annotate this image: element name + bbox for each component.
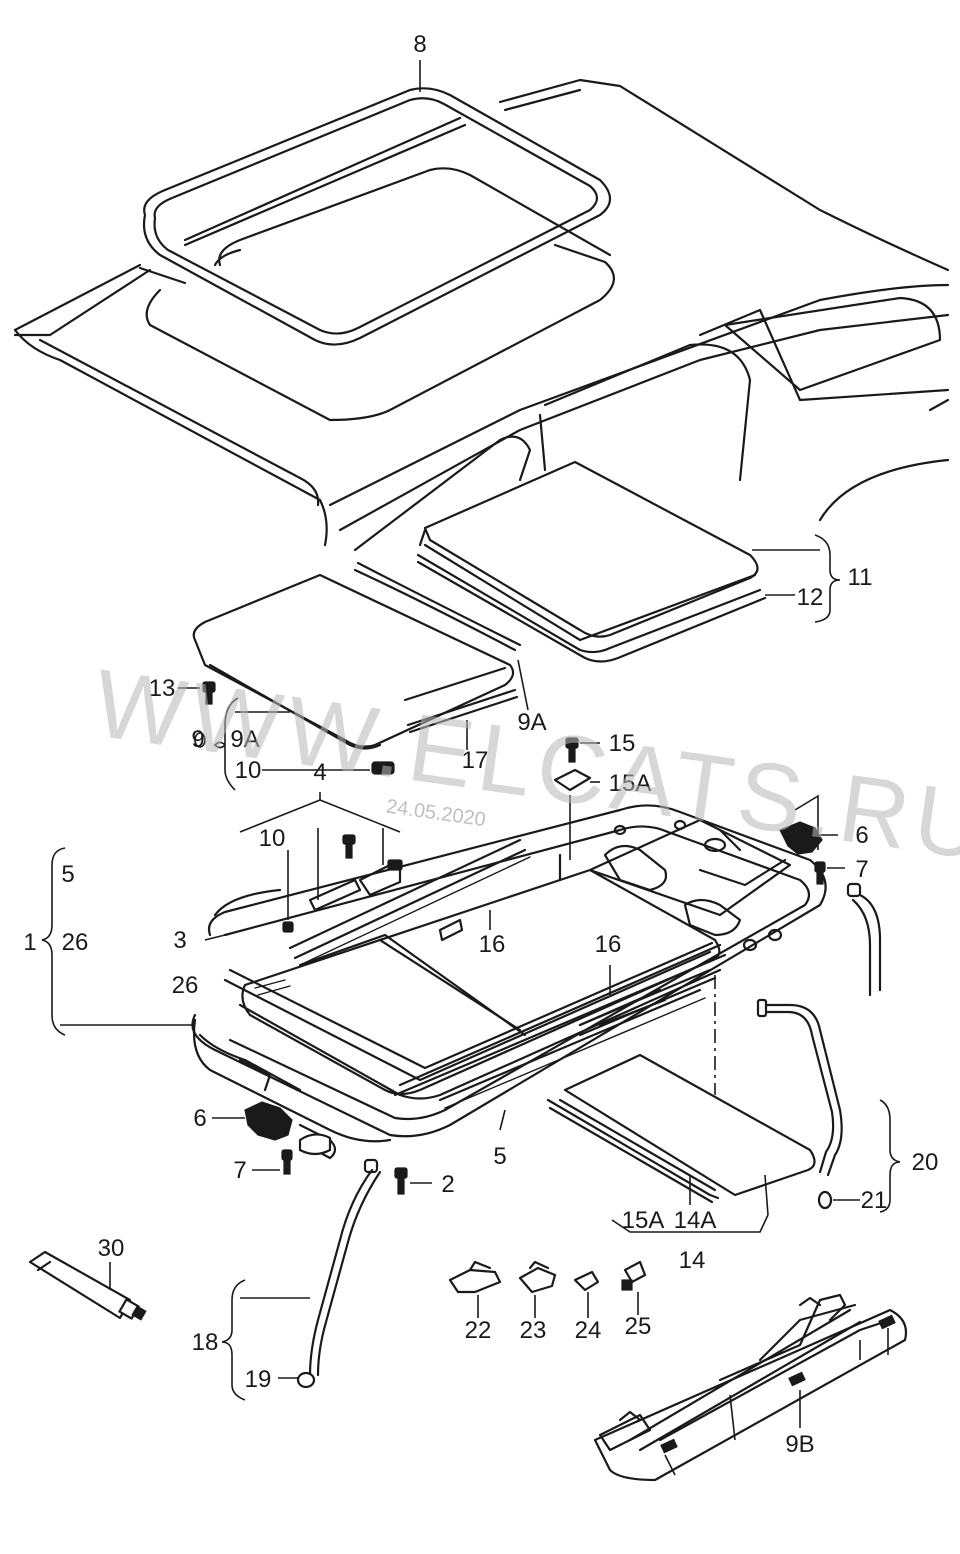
callout-26-bottom: 26 <box>172 972 199 999</box>
callout-9b: 9B <box>785 1431 814 1458</box>
callout-19: 19 <box>245 1366 272 1393</box>
callout-7-rear: 7 <box>855 856 868 883</box>
callout-23: 23 <box>520 1317 547 1344</box>
callout-5-bottom: 5 <box>493 1143 506 1170</box>
callout-6-front: 6 <box>193 1105 206 1132</box>
part-6-motor-rear[interactable] <box>779 794 845 885</box>
callout-7-front: 7 <box>233 1157 246 1184</box>
watermark: WWW.ELCATS.RU 24.05.2020 <box>88 650 960 882</box>
callout-8: 8 <box>413 31 426 58</box>
callout-9a-right: 9A <box>517 709 546 736</box>
part-14-sunshade[interactable] <box>546 1053 816 1233</box>
part-20-drain-hose-rear[interactable] <box>756 998 901 1213</box>
callout-9: 9 <box>191 726 204 753</box>
callout-14a: 14A <box>674 1207 717 1234</box>
part-30-grease-tube[interactable] <box>28 1250 147 1321</box>
callout-13: 13 <box>149 675 176 702</box>
part-1-frame-assembly[interactable] <box>191 804 882 1174</box>
part-26-seal[interactable] <box>223 941 714 1082</box>
callout-16-mid: 16 <box>479 931 506 958</box>
part-6-motor-front[interactable] <box>212 1101 332 1175</box>
callout-3: 3 <box>173 927 186 954</box>
callout-16-right: 16 <box>595 931 622 958</box>
callout-25: 25 <box>625 1313 652 1340</box>
callout-labels: 8 11 12 13 9A 9 9A 15 17 10 15A 4 6 10 7… <box>23 31 938 1458</box>
callout-11: 11 <box>848 564 873 591</box>
part-2-screw[interactable] <box>394 1167 432 1195</box>
callout-10-mid: 10 <box>259 825 286 852</box>
part-13-screw[interactable] <box>178 681 216 705</box>
callout-26-top: 26 <box>62 929 89 956</box>
callout-2: 2 <box>441 1171 454 1198</box>
callout-12: 12 <box>797 584 824 611</box>
callout-21: 21 <box>861 1187 888 1214</box>
callout-20: 20 <box>912 1149 939 1176</box>
callout-5-top: 5 <box>61 861 74 888</box>
part-11-rear-panel[interactable] <box>416 460 841 663</box>
part-9-bracket-group <box>194 697 395 791</box>
callout-18: 18 <box>192 1329 219 1356</box>
part-23-clip[interactable] <box>518 1260 557 1318</box>
leader-5-bottom <box>499 1109 506 1131</box>
part-25-clip[interactable] <box>621 1260 647 1315</box>
part-8-seal-frame[interactable] <box>142 60 612 346</box>
part-24-clip[interactable] <box>573 1270 600 1318</box>
leader-3 <box>204 934 226 941</box>
callout-17: 17 <box>462 747 489 774</box>
part-9b-mechanism[interactable] <box>593 1293 908 1482</box>
callout-6-rear: 6 <box>855 822 868 849</box>
watermark-site: WWW.ELCATS.RU <box>88 650 960 882</box>
front-glass-panel[interactable] <box>192 561 529 750</box>
part-10-screw[interactable] <box>282 850 294 933</box>
part-15-screw[interactable] <box>553 737 600 860</box>
callout-24: 24 <box>575 1317 602 1344</box>
callout-22: 22 <box>465 1317 492 1344</box>
callout-15a-top: 15A <box>609 770 652 797</box>
callout-4: 4 <box>313 759 326 786</box>
callout-9a-top: 9A <box>230 726 259 753</box>
callout-1: 1 <box>23 929 36 956</box>
callout-30: 30 <box>98 1235 125 1262</box>
car-body-outline <box>13 78 950 552</box>
part-22-clip[interactable] <box>448 1260 502 1318</box>
callout-14: 14 <box>679 1247 706 1274</box>
callout-10-top: 10 <box>235 757 262 784</box>
callout-15a-bottom: 15A <box>622 1207 665 1234</box>
part-18-drain-hose-front[interactable] <box>221 1168 382 1401</box>
brace-group-1 <box>41 847 195 1036</box>
part-16-strips[interactable] <box>438 910 667 1027</box>
callout-15: 15 <box>609 730 636 757</box>
